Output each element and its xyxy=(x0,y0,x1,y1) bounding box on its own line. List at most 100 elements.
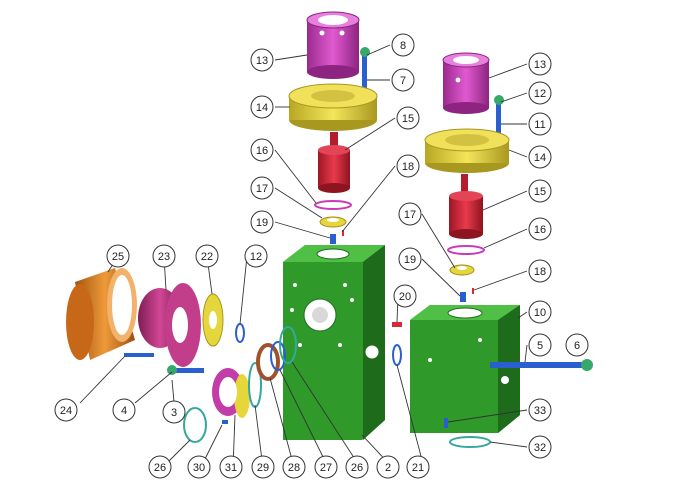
callout-17-right: 17 xyxy=(398,202,422,226)
seat-30-31 xyxy=(212,368,250,418)
svg-text:28: 28 xyxy=(288,462,300,474)
callout-12-right: 12 xyxy=(528,81,552,105)
svg-text:6: 6 xyxy=(574,340,580,352)
svg-text:13: 13 xyxy=(256,55,268,67)
left-pin-18 xyxy=(342,230,344,236)
svg-text:14: 14 xyxy=(256,102,268,114)
callout-27: 27 xyxy=(314,455,338,479)
left-flange-14 xyxy=(288,83,378,131)
callout-16-left: 16 xyxy=(250,138,274,162)
callout-15-right: 15 xyxy=(528,179,552,203)
callout-2: 2 xyxy=(376,455,400,479)
svg-text:20: 20 xyxy=(399,291,411,303)
callout-12-left: 12 xyxy=(244,244,268,268)
svg-text:13: 13 xyxy=(534,59,546,71)
svg-text:14: 14 xyxy=(534,152,546,164)
callout-3: 3 xyxy=(162,400,186,424)
svg-text:32: 32 xyxy=(534,442,546,454)
right-seat-17 xyxy=(449,264,475,276)
callout-20: 20 xyxy=(393,284,417,308)
svg-text:12: 12 xyxy=(534,88,546,100)
callout-25: 25 xyxy=(106,244,130,268)
svg-text:4: 4 xyxy=(121,405,127,417)
callout-18-left: 18 xyxy=(396,154,420,178)
svg-text:10: 10 xyxy=(534,307,546,319)
callout-13-right: 13 xyxy=(528,52,552,76)
ring-12 xyxy=(235,323,245,343)
callout-19-left: 19 xyxy=(250,210,274,234)
callout-17-left: 17 xyxy=(250,176,274,200)
callout-13-left: 13 xyxy=(250,48,274,72)
svg-text:24: 24 xyxy=(60,405,72,417)
callout-26-right: 26 xyxy=(345,455,369,479)
callout-26-left: 26 xyxy=(148,455,172,479)
pin-20 xyxy=(392,322,402,327)
callout-15-left: 15 xyxy=(396,106,420,130)
callout-8: 8 xyxy=(391,33,415,57)
pin-33 xyxy=(444,418,448,428)
callout-7: 7 xyxy=(391,68,415,92)
svg-text:17: 17 xyxy=(256,183,268,195)
ring-28 xyxy=(256,343,280,381)
bolt-4 xyxy=(167,365,204,375)
svg-text:19: 19 xyxy=(404,254,416,266)
callout-16-right: 16 xyxy=(528,217,552,241)
svg-text:7: 7 xyxy=(400,75,406,87)
ring-27 xyxy=(270,341,286,371)
pin-30 xyxy=(222,420,228,424)
left-seal-16 xyxy=(314,200,352,210)
svg-text:27: 27 xyxy=(320,462,332,474)
callout-18-right: 18 xyxy=(528,259,552,283)
svg-text:25: 25 xyxy=(112,251,124,263)
svg-text:29: 29 xyxy=(257,462,269,474)
svg-text:16: 16 xyxy=(256,145,268,157)
svg-text:18: 18 xyxy=(402,161,414,173)
right-flange-14 xyxy=(424,128,510,173)
svg-text:11: 11 xyxy=(534,119,545,131)
svg-text:23: 23 xyxy=(158,251,170,263)
callout-10: 10 xyxy=(528,300,552,324)
bolt-24 xyxy=(124,353,154,357)
left-stud-8 xyxy=(360,47,370,92)
svg-text:17: 17 xyxy=(404,209,416,221)
callout-32: 32 xyxy=(528,435,552,459)
svg-text:15: 15 xyxy=(534,186,546,198)
callout-14-right: 14 xyxy=(528,145,552,169)
right-seal-16 xyxy=(447,245,485,255)
callout-11: 11 xyxy=(528,112,552,136)
right-stem-15 xyxy=(449,174,483,239)
callout-24: 24 xyxy=(54,398,78,422)
svg-text:2: 2 xyxy=(385,462,391,474)
svg-text:12: 12 xyxy=(250,251,262,263)
left-seat-17 xyxy=(319,216,347,228)
right-pin-18 xyxy=(472,288,474,294)
ring-32 xyxy=(449,436,491,448)
svg-text:19: 19 xyxy=(256,217,268,229)
callout-14-left: 14 xyxy=(250,95,274,119)
right-cap-13 xyxy=(442,52,490,114)
svg-text:3: 3 xyxy=(171,407,177,419)
svg-text:16: 16 xyxy=(534,224,546,236)
svg-text:22: 22 xyxy=(201,251,213,263)
long-bolt-5 xyxy=(490,359,593,371)
orange-nut-25 xyxy=(66,268,137,360)
right-pin-19 xyxy=(460,292,466,302)
callout-28: 28 xyxy=(282,455,306,479)
left-pin-19 xyxy=(330,234,336,244)
callout-30: 30 xyxy=(187,455,211,479)
callout-22: 22 xyxy=(195,244,219,268)
callout-33: 33 xyxy=(528,398,552,422)
yellow-disk-22 xyxy=(202,293,224,347)
callout-31: 31 xyxy=(219,455,243,479)
callout-23: 23 xyxy=(152,244,176,268)
svg-text:21: 21 xyxy=(412,462,424,474)
ring-26-left xyxy=(183,407,207,443)
callouts: 13 8 7 14 15 16 17 18 19 13 12 11 14 15 … xyxy=(54,33,589,479)
main-body-2 xyxy=(283,245,385,440)
svg-text:26: 26 xyxy=(351,462,363,474)
right-stud-12 xyxy=(494,95,504,140)
callout-29: 29 xyxy=(251,455,275,479)
svg-text:8: 8 xyxy=(400,40,406,52)
callout-19-right: 19 xyxy=(398,247,422,271)
